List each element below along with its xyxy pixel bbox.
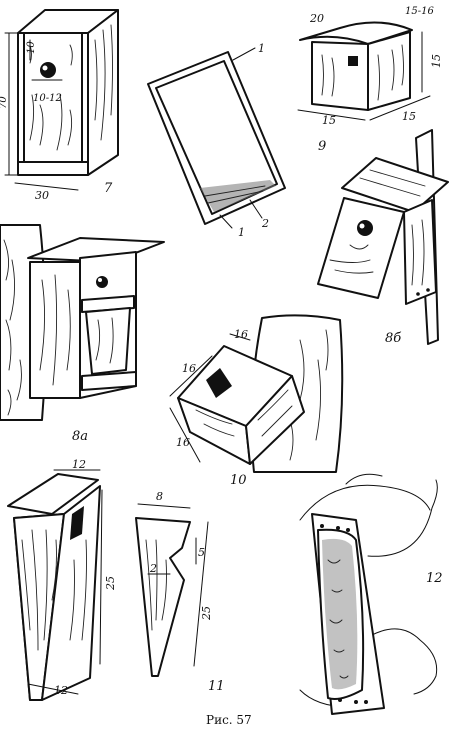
dim-10-side: 16	[182, 362, 196, 375]
dim-9-bottom-right: 15	[402, 110, 416, 123]
birdhouse-11: 8 5 2 25 11	[135, 490, 225, 694]
dim-tapered-top: 12	[72, 458, 86, 471]
dim-10-bottom: 16	[176, 436, 190, 449]
birdhouse-8b: 8б	[317, 129, 449, 346]
label-fig-10: 10	[230, 473, 247, 488]
label-fig-8a: 8а	[72, 429, 88, 444]
dim-9-roof: 15-16	[405, 6, 434, 17]
dim-7-width: 30	[35, 189, 49, 202]
figure-caption: Рис. 57	[206, 713, 252, 727]
label-part-1-bottom: 1	[238, 226, 245, 239]
birdhouse-7: 70 10 10-12 30 7	[0, 9, 119, 202]
label-fig-12: 12	[426, 571, 443, 586]
dim-10-top: 16	[234, 328, 248, 341]
label-fig-8b: 8б	[385, 331, 401, 346]
dim-7-hole-top: 10	[26, 41, 37, 54]
label-fig-9: 9	[318, 139, 326, 154]
dim-11-top: 8	[156, 490, 163, 503]
dim-9-bottom-left: 15	[322, 114, 336, 127]
dim-9-height: 15	[430, 54, 443, 68]
birdhouse-8a: 8а	[0, 224, 165, 444]
label-fig-7: 7	[104, 181, 113, 196]
dim-11-step: 2	[149, 562, 157, 575]
birdhouse-tapered: 12 25 12	[7, 458, 117, 701]
dim-11-height: 25	[200, 606, 213, 621]
label-part-2: 2	[261, 217, 269, 230]
label-fig-11: 11	[208, 679, 225, 694]
dim-9-top: 20	[309, 12, 324, 25]
birdhouse-9: 20 15-16 15 15 15 9	[297, 6, 443, 154]
dim-tapered-bottom: 12	[54, 684, 68, 697]
panel-1-2: 1 2 1	[147, 42, 286, 239]
dim-7-height: 70	[0, 96, 9, 109]
dim-11-notch: 5	[198, 546, 205, 559]
dim-tapered-height: 25	[104, 576, 117, 591]
birdhouse-10: 16 16 16 10	[169, 314, 344, 488]
birdhouse-12: 12	[299, 473, 443, 715]
label-part-1-top: 1	[258, 42, 265, 55]
dim-7-hole: 10-12	[33, 93, 62, 104]
